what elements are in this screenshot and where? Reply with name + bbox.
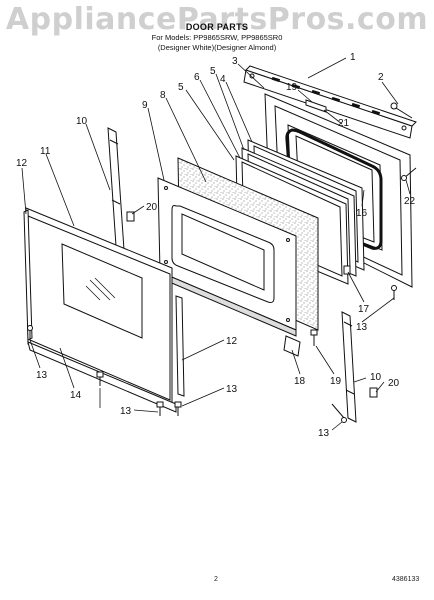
callout-13e: 13 <box>318 428 330 439</box>
screw-lower-center <box>310 329 318 346</box>
model-variants: (Designer White)(Designer Almond) <box>157 43 277 52</box>
callout-12b: 12 <box>226 336 238 347</box>
door-hinge-left <box>107 127 125 251</box>
callout-21b: 20 <box>388 378 400 389</box>
callout-10: 10 <box>76 116 88 127</box>
diagram-title: DOOR PARTS <box>185 22 249 32</box>
callout-21: 20 <box>146 202 158 213</box>
hinge-receiver <box>283 335 301 357</box>
screw-right-hinge <box>331 403 347 423</box>
screw-top-right <box>390 102 413 119</box>
screw-bottom-1 <box>96 371 104 386</box>
callout-14: 14 <box>70 390 82 401</box>
document-number: 4386133 <box>392 576 420 583</box>
screw-bottom-3 <box>174 401 182 416</box>
callout-18: 18 <box>294 376 306 387</box>
callout-8: 8 <box>160 90 166 101</box>
callout-13d: 13 <box>120 406 132 417</box>
liner-clip <box>343 265 351 275</box>
callout-6: 6 <box>194 72 200 83</box>
callout-4: 4 <box>220 74 226 85</box>
side-trim-left <box>23 209 33 341</box>
hinge-clip-right <box>369 387 378 398</box>
callout-20: 19 <box>286 82 298 93</box>
page-number: 2 <box>214 576 218 583</box>
callout-11: 11 <box>40 146 51 157</box>
callout-13a: 13 <box>356 322 368 333</box>
door-hinge-right <box>341 311 357 423</box>
callout-23: 21 <box>338 118 350 129</box>
screw-side-right <box>401 167 417 181</box>
screw-bottom-2 <box>156 401 164 416</box>
watermark: AppliancePartsPros.com <box>5 2 429 37</box>
side-trim-right <box>175 295 185 397</box>
screw-lower-left <box>27 325 33 340</box>
callout-5b: 5 <box>178 82 184 93</box>
callout-19: 19 <box>330 376 342 387</box>
leader-lines <box>21 57 411 431</box>
callout-5: 5 <box>210 66 216 77</box>
door-top-trim <box>243 65 417 139</box>
callout-17: 17 <box>358 304 370 315</box>
callout-12: 12 <box>16 158 28 169</box>
model-numbers: For Models: PP9865SRW, PP9865SR0 <box>151 33 283 42</box>
callout-2: 2 <box>378 72 384 83</box>
callout-labels: 1 2 3 4 5 6 5 8 9 10 11 12 20 19 21 16 2… <box>16 52 416 439</box>
callout-9: 9 <box>142 100 148 111</box>
screw-right-upper <box>391 285 397 300</box>
inner-door-frame <box>157 177 297 337</box>
callout-13c: 13 <box>226 384 238 395</box>
callout-10b: 10 <box>370 372 382 383</box>
callout-13b: 13 <box>36 370 48 381</box>
callout-1: 1 <box>350 52 356 63</box>
door-gasket <box>285 128 383 250</box>
hinge-clip-left <box>126 211 135 222</box>
callout-3: 3 <box>232 56 238 67</box>
callout-22: 22 <box>404 196 416 207</box>
callout-16: 16 <box>356 208 368 219</box>
